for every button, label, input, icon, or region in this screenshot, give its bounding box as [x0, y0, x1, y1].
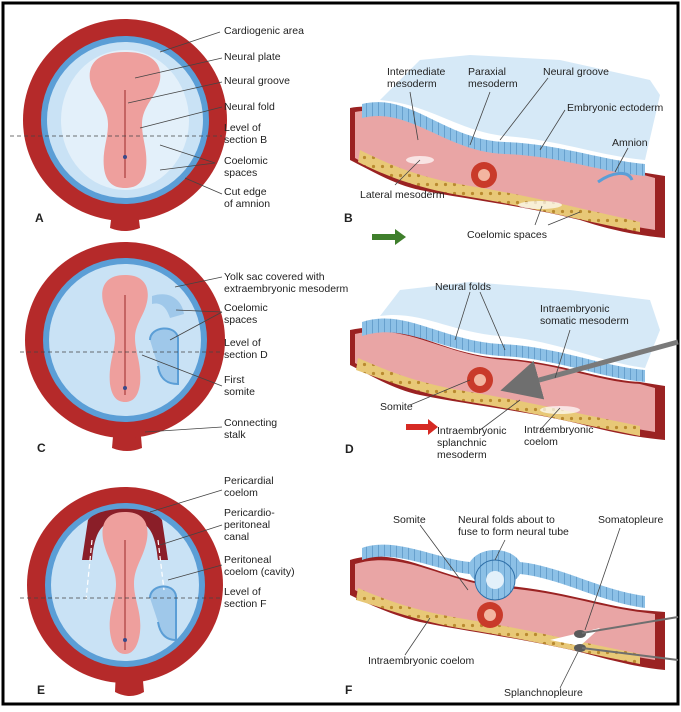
label-coelomic-a-1: Coelomic [224, 155, 268, 167]
panel-letter-e: E [37, 683, 45, 697]
label-intermediate-2: mesoderm [387, 78, 437, 90]
label-neural-fold: Neural fold [224, 101, 275, 113]
label-peritoneal-1: Peritoneal [224, 554, 271, 566]
label-level-of-f-2: section F [224, 598, 267, 610]
label-cut-edge-2: of amnion [224, 198, 270, 210]
label-pp-canal-2: peritoneal [224, 519, 270, 531]
label-connecting-stalk-1: Connecting [224, 417, 277, 429]
label-yolk-sac-2: extraembryonic mesoderm [224, 283, 349, 295]
label-somatopleure: Somatopleure [598, 514, 664, 526]
primitive-node-a [123, 155, 127, 159]
label-amnion: Amnion [612, 137, 648, 149]
label-paraxial-2: mesoderm [468, 78, 518, 90]
label-level-of-f-1: Level of [224, 586, 261, 598]
label-neural-folds-f-2: fuse to form neural tube [458, 526, 569, 538]
label-paraxial-1: Paraxial [468, 66, 506, 78]
label-pericardial-1: Pericardial [224, 475, 274, 487]
label-pp-canal-1: Pericardio- [224, 507, 275, 519]
panel-letter-f: F [345, 683, 352, 697]
label-somatic-1: Intraembryonic [540, 303, 609, 315]
label-first-somite-1: First [224, 374, 244, 386]
label-splanchnic-3: mesoderm [437, 449, 487, 461]
label-pericardial-2: coelom [224, 487, 258, 499]
label-intra-coelom-2: coelom [524, 436, 558, 448]
label-cardiogenic-area: Cardiogenic area [224, 25, 304, 37]
label-connecting-stalk-2: stalk [224, 429, 246, 441]
label-neural-groove-b: Neural groove [543, 66, 609, 78]
label-level-of-d-1: Level of [224, 337, 261, 349]
label-splanchnic-2: splanchnic [437, 437, 487, 449]
label-first-somite-2: somite [224, 386, 255, 398]
label-intra-coelom-1: Intraembryonic [524, 424, 593, 436]
label-somite-f: Somite [393, 514, 426, 526]
label-somite-d: Somite [380, 401, 413, 413]
label-splanchnic-1: Intraembryonic [437, 425, 506, 437]
label-neural-groove-a: Neural groove [224, 75, 290, 87]
label-level-of-d-2: section D [224, 349, 268, 361]
label-coelomic-a-2: spaces [224, 167, 257, 179]
label-cut-edge-1: Cut edge [224, 186, 267, 198]
label-neural-plate: Neural plate [224, 51, 281, 63]
label-lateral-mesoderm: Lateral mesoderm [360, 189, 445, 201]
panel-letter-d: D [345, 442, 354, 456]
label-embryonic-ectoderm: Embryonic ectoderm [567, 102, 664, 114]
label-neural-folds-f-1: Neural folds about to [458, 514, 555, 526]
label-coelomic-spaces-b: Coelomic spaces [467, 229, 547, 241]
label-somatic-2: somatic mesoderm [540, 315, 629, 327]
label-yolk-sac-1: Yolk sac covered with [224, 271, 325, 283]
label-intraembryonic-coelom-f: Intraembryonic coelom [368, 655, 474, 667]
panel-letter-b: B [344, 211, 353, 225]
panel-letter-a: A [35, 211, 44, 225]
label-peritoneal-2: coelom (cavity) [224, 566, 295, 578]
panel-letter-c: C [37, 441, 46, 455]
label-splanchnopleure: Splanchnopleure [504, 687, 583, 699]
label-coelomic-c-1: Coelomic [224, 302, 268, 314]
label-neural-folds-d: Neural folds [435, 281, 491, 293]
label-coelomic-c-2: spaces [224, 314, 257, 326]
label-pp-canal-3: canal [224, 531, 249, 543]
label-intermediate-1: Intermediate [387, 66, 446, 78]
label-level-of-b-1: Level of [224, 122, 261, 134]
label-level-of-b-2: section B [224, 134, 267, 146]
